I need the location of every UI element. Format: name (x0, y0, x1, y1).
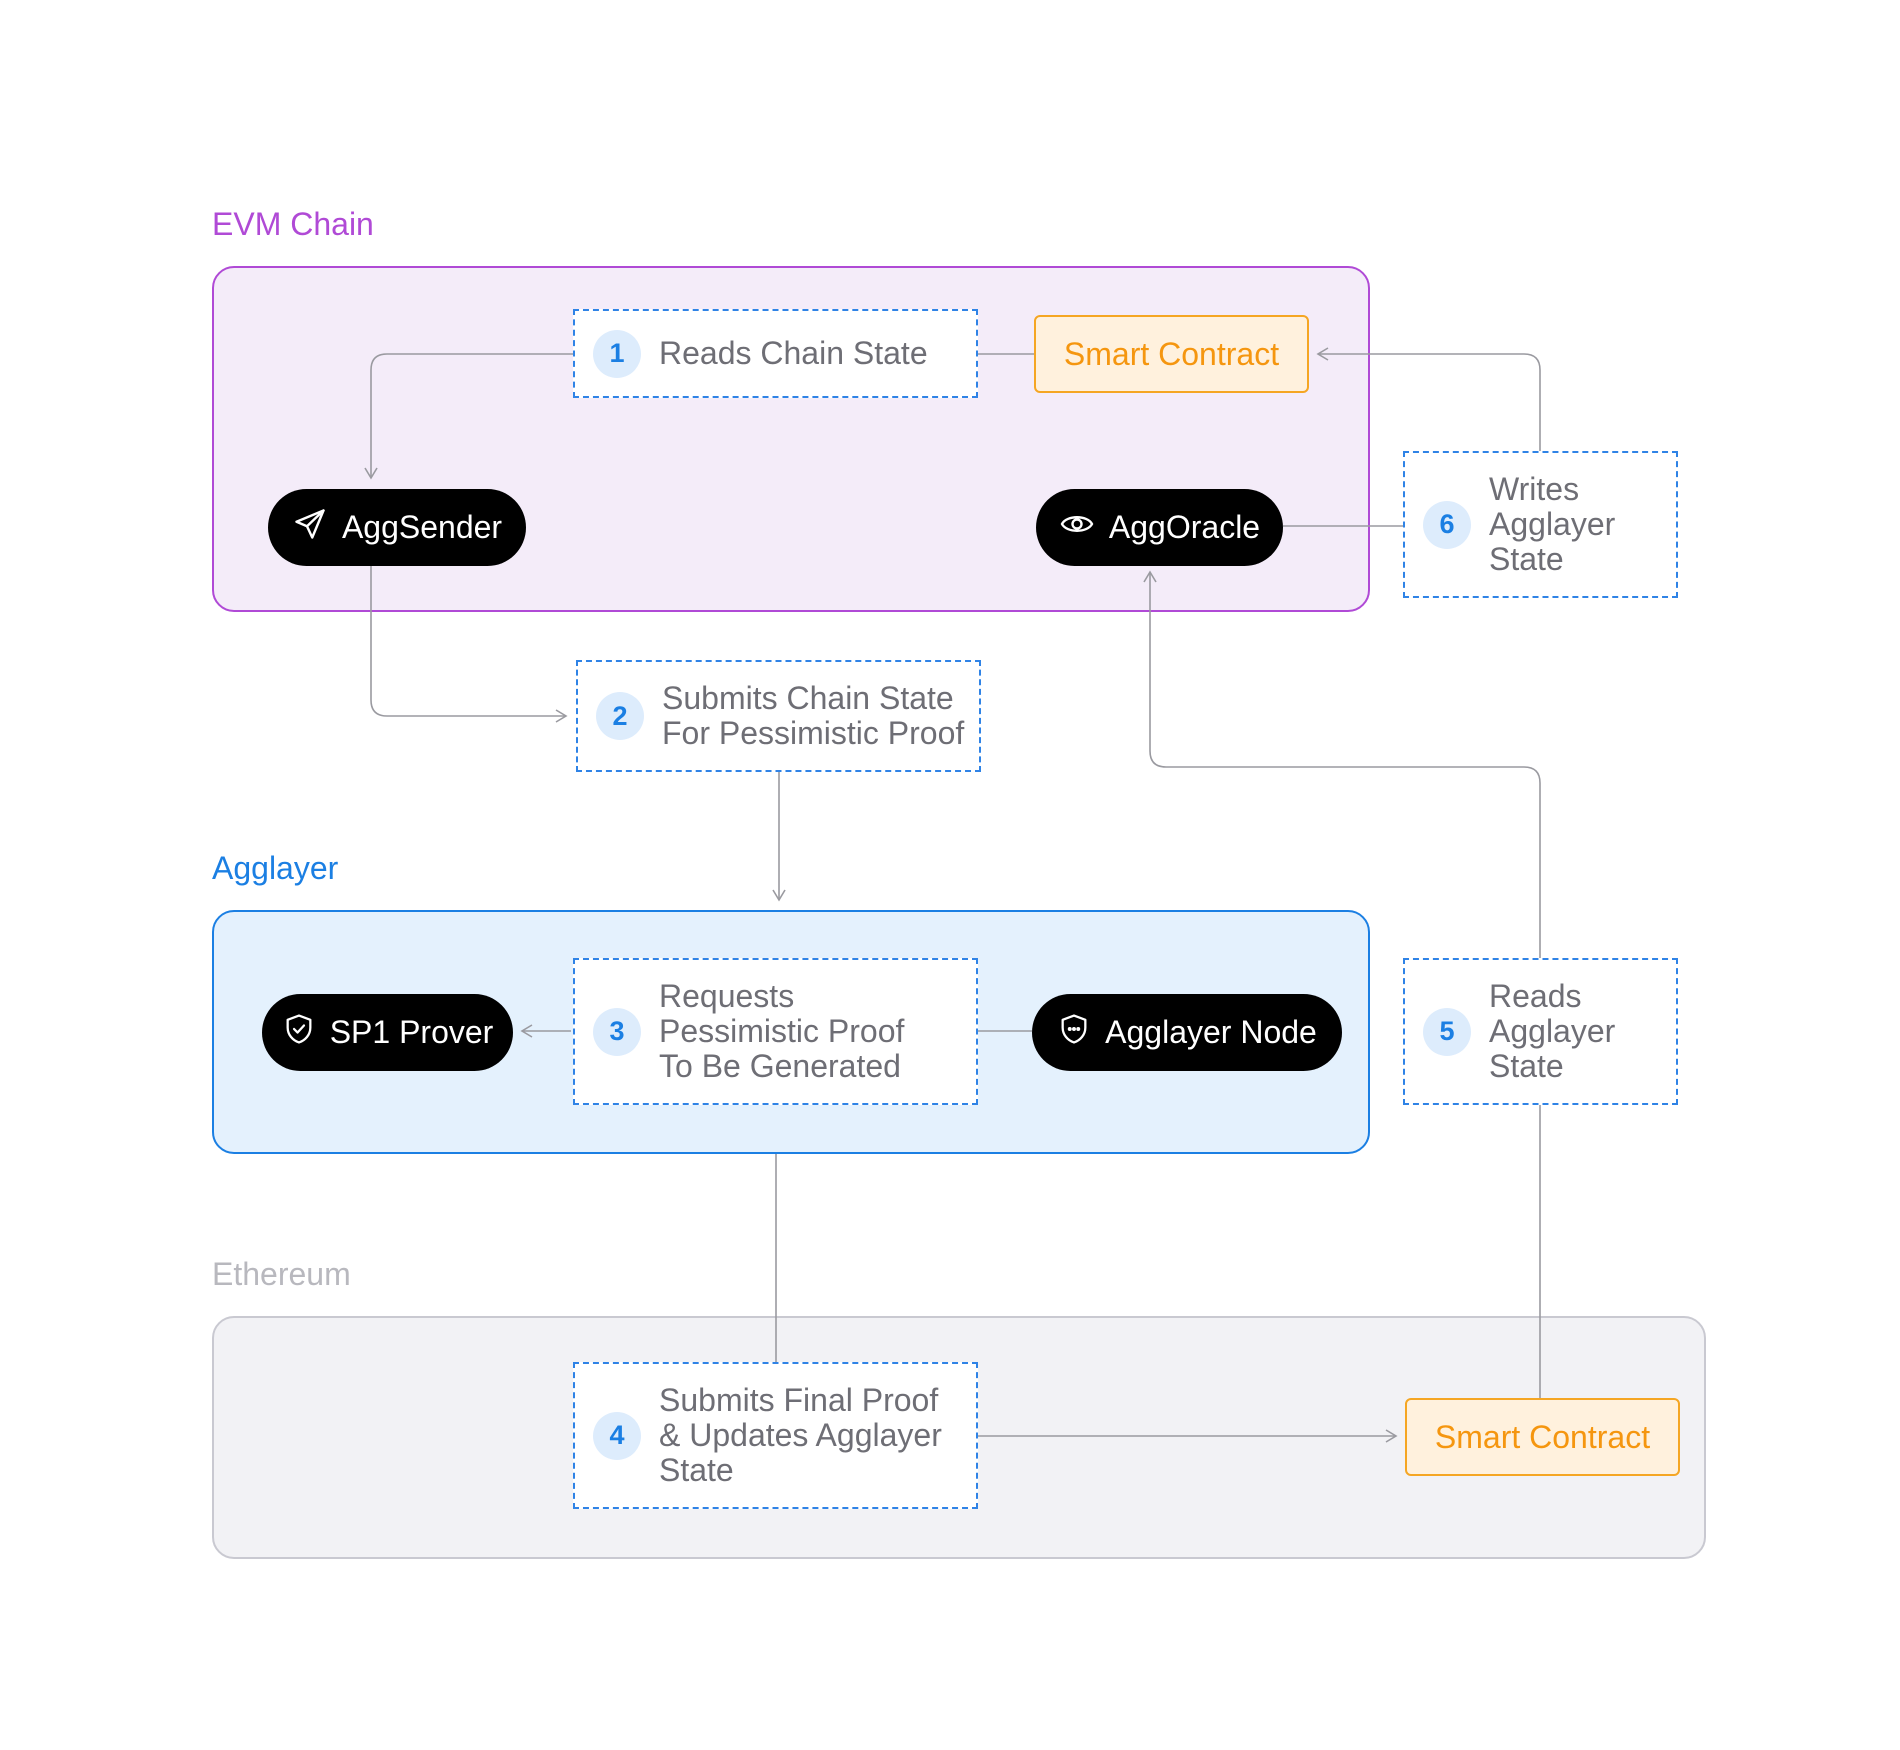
smart-contract-evm-label: Smart Contract (1063, 335, 1280, 372)
connector-step5-aggoracle (1143, 570, 1541, 958)
step-4-number: 4 (593, 1411, 641, 1460)
step-4-box: 4 Submits Final Proof & Updates Agglayer… (573, 1362, 978, 1509)
ethereum-label: Ethereum (212, 1256, 351, 1292)
step-2-text: Submits Chain State For Pessimistic Proo… (662, 680, 965, 751)
aggsender-node: AggSender (268, 489, 526, 566)
agglayer-label: Agglayer (212, 850, 339, 886)
step-3-number: 3 (593, 1007, 641, 1056)
shield-check-icon (282, 1012, 316, 1054)
step-1-box: 1 Reads Chain State (573, 309, 978, 398)
step-2-box: 2 Submits Chain State For Pessimistic Pr… (576, 660, 981, 772)
step-5-number: 5 (1423, 1007, 1471, 1056)
shield-dots-icon (1057, 1012, 1091, 1054)
aggoracle-label: AggOracle (1108, 509, 1261, 545)
smart-contract-evm: Smart Contract (1034, 315, 1309, 393)
sp1-prover-node: SP1 Prover (262, 994, 513, 1071)
step-3-box: 3 Requests Pessimistic Proof To Be Gener… (573, 958, 978, 1105)
step-3-text: Requests Pessimistic Proof To Be Generat… (659, 978, 905, 1084)
send-icon (292, 506, 328, 550)
agglayer-node: Agglayer Node (1032, 994, 1342, 1071)
step-1-number: 1 (593, 329, 641, 378)
evm-chain-label: EVM Chain (212, 206, 374, 242)
step-6-text: Writes Agglayer State (1489, 471, 1616, 577)
aggoracle-node: AggOracle (1036, 489, 1283, 566)
step-1-text: Reads Chain State (659, 335, 928, 371)
aggsender-label: AggSender (341, 509, 503, 545)
step-6-box: 6 Writes Agglayer State (1403, 451, 1678, 598)
eye-icon (1059, 506, 1095, 550)
step-5-box: 5 Reads Agglayer State (1403, 958, 1678, 1105)
step-5-text: Reads Agglayer State (1489, 978, 1616, 1084)
sp1-prover-label: SP1 Prover (329, 1014, 494, 1050)
step-6-number: 6 (1423, 500, 1471, 549)
smart-contract-ethereum: Smart Contract (1405, 1398, 1680, 1476)
smart-contract-ethereum-label: Smart Contract (1434, 1418, 1651, 1455)
agglayer-node-label: Agglayer Node (1105, 1014, 1317, 1050)
step-2-number: 2 (596, 692, 644, 740)
step-4-text: Submits Final Proof & Updates Agglayer S… (659, 1382, 942, 1488)
